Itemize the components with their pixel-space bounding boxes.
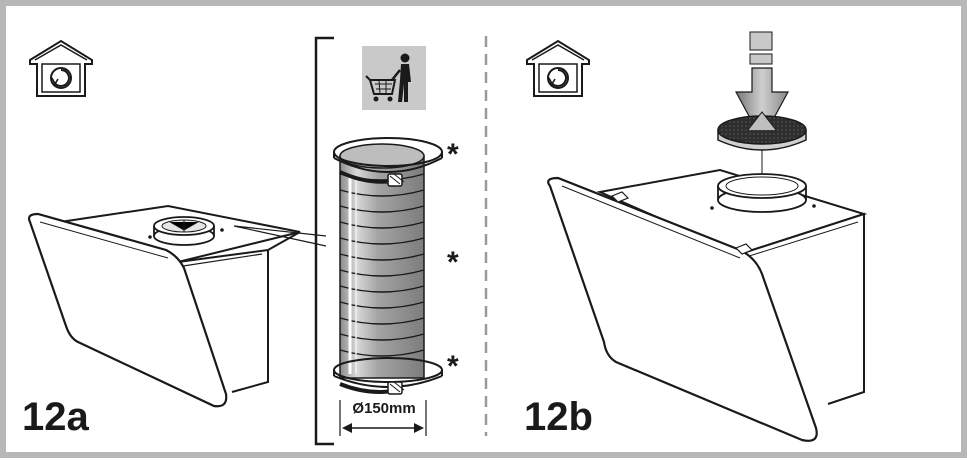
house-recirculation-icon-2 <box>526 39 590 97</box>
charcoal-filter <box>717 111 807 151</box>
diameter-dimension <box>339 400 427 436</box>
house-recirculation-icon <box>29 39 93 97</box>
duct-ribs <box>339 173 425 357</box>
cooker-hood-12a <box>27 204 327 408</box>
shopping-cart-person-icon <box>362 46 426 110</box>
cooker-hood-12b <box>547 168 868 442</box>
panel-label-12b: 12b <box>524 395 593 439</box>
flexible-duct <box>333 137 443 395</box>
asterisk-middle: * <box>447 246 459 279</box>
duct-diameter-label: Ø150mm <box>352 400 416 417</box>
panel-label-12a: 12a <box>22 395 89 439</box>
asterisk-bottom: * <box>447 350 459 383</box>
duct-bracket <box>314 36 334 446</box>
asterisk-top: * <box>447 138 459 171</box>
